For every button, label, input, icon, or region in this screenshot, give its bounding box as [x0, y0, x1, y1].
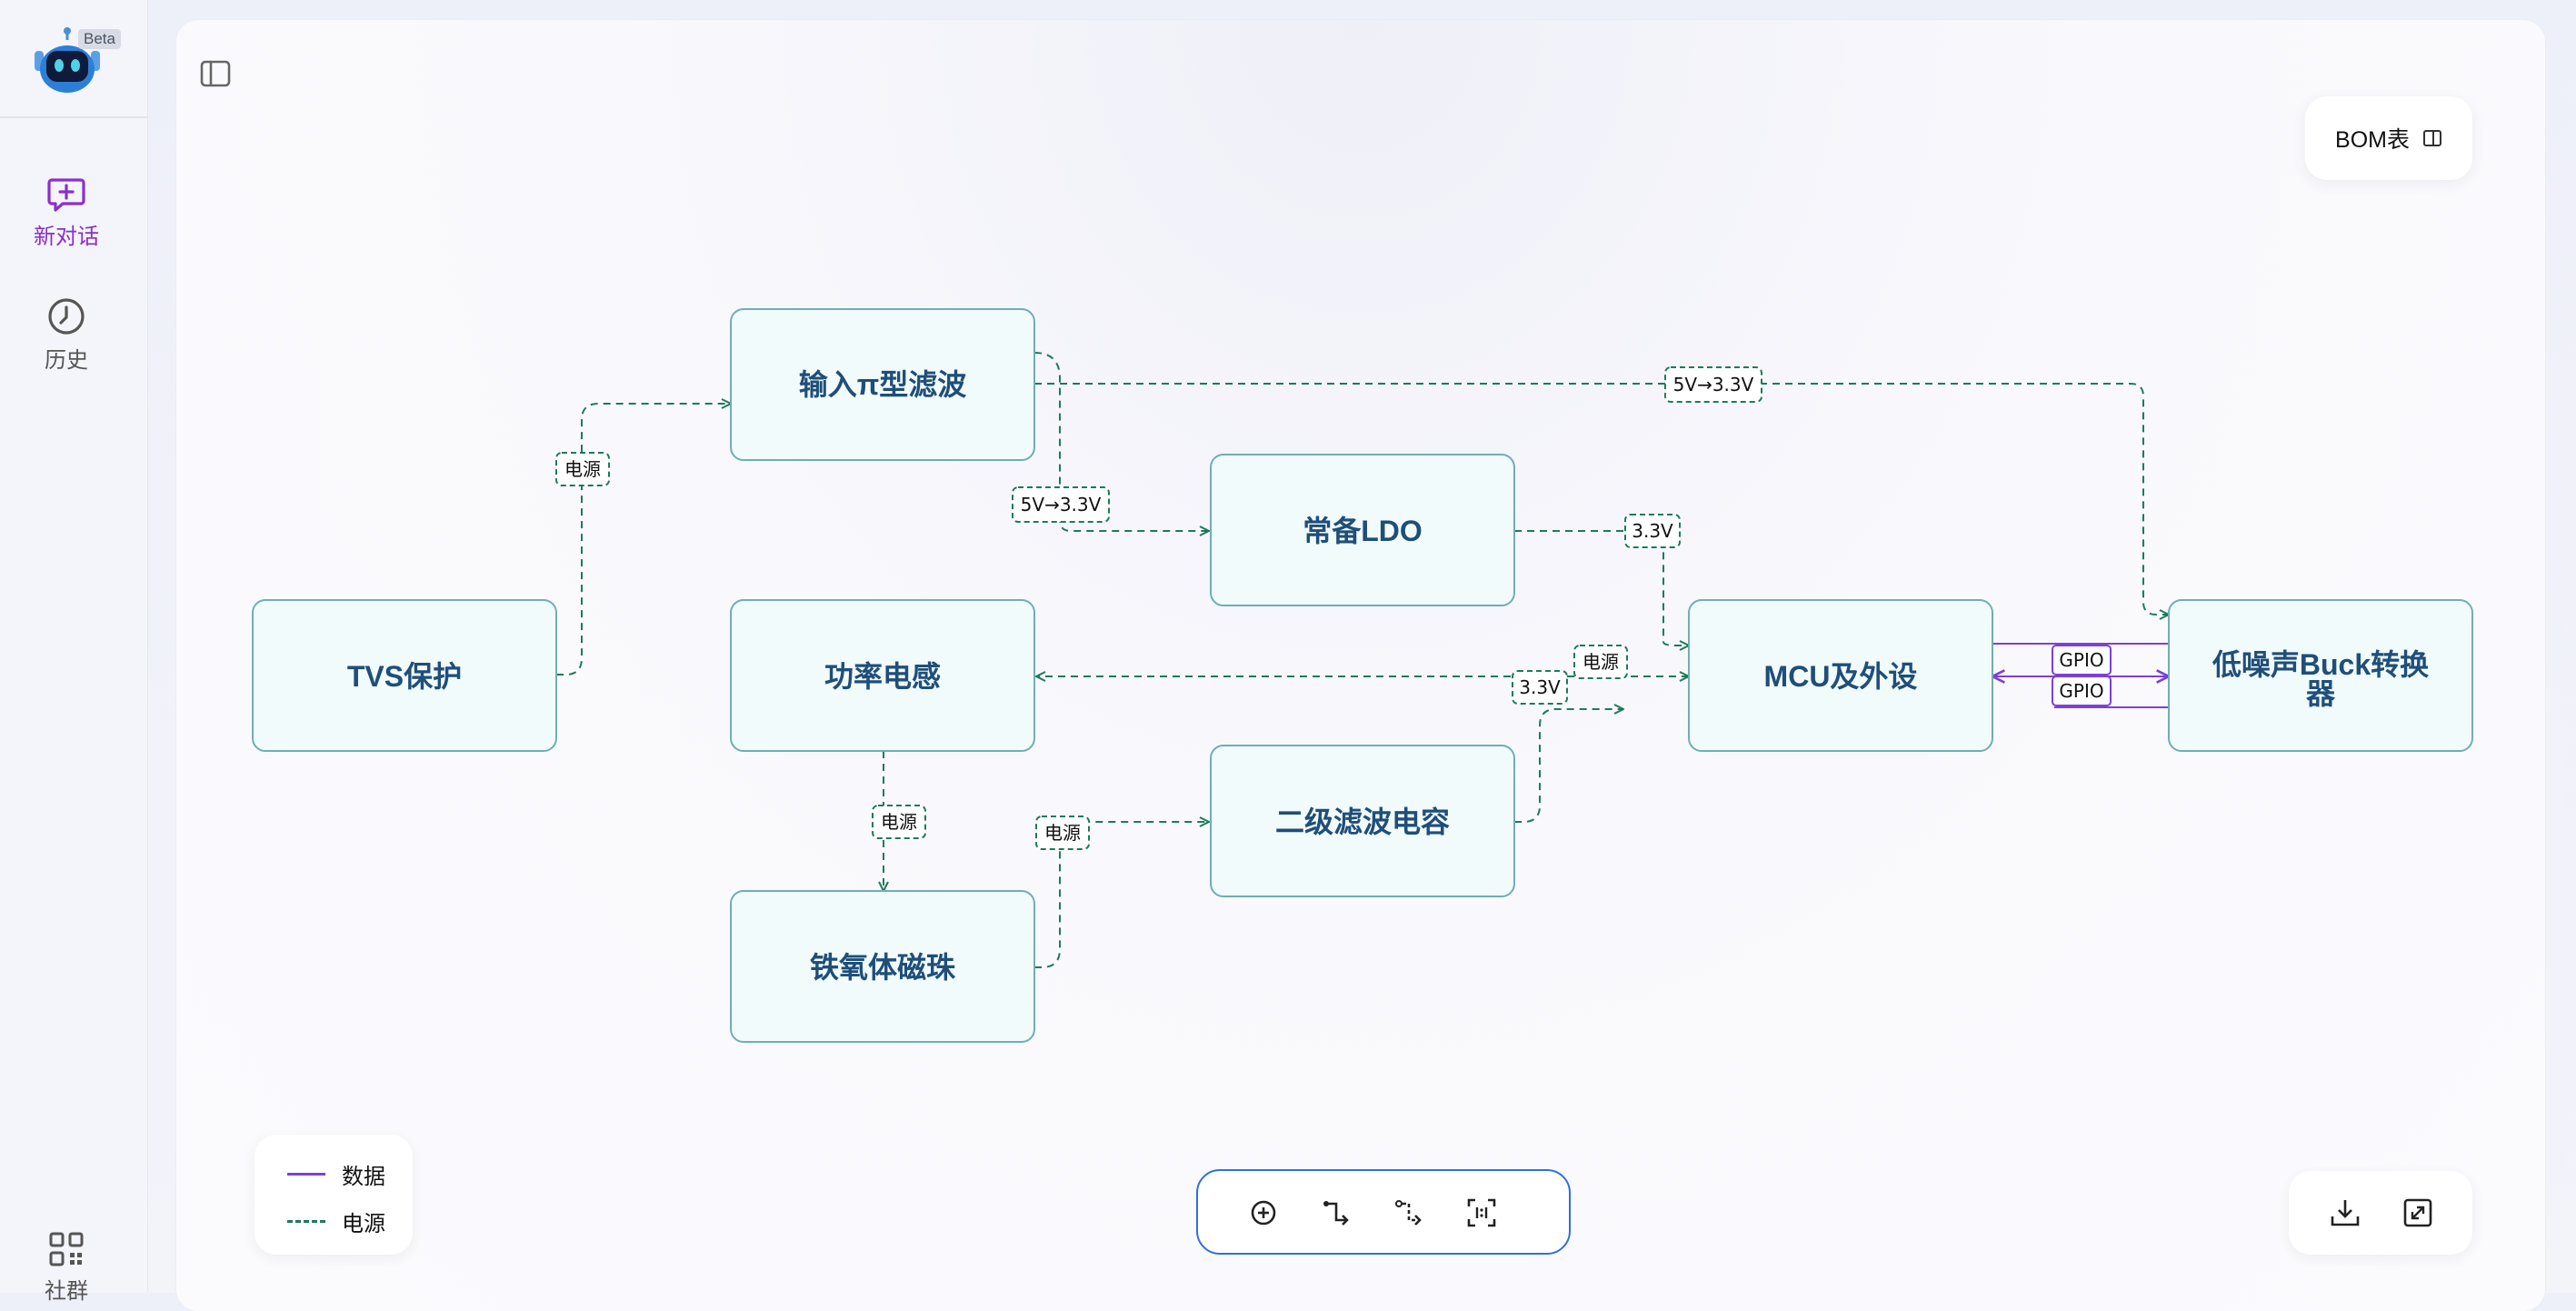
svg-text:5V→3.3V: 5V→3.3V [1021, 494, 1102, 515]
canvas-toolbar [1196, 1169, 1571, 1255]
panel-right-icon [2422, 130, 2441, 146]
diagram-legend: 数据 电源 [255, 1135, 413, 1255]
svg-text:电源: 电源 [1583, 651, 1619, 673]
sidebar-toggle-icon[interactable] [198, 56, 233, 91]
edge-cap-to-mcu [1514, 709, 1623, 823]
node-power-inductor[interactable]: 功率电感 [730, 599, 1035, 752]
exit-fullscreen-icon[interactable] [2400, 1195, 2436, 1231]
node-pi-filter[interactable]: 输入π型滤波 [730, 308, 1035, 461]
sidebar-item-label: 历史 [45, 348, 88, 373]
svg-text:输入π型滤波: 输入π型滤波 [799, 368, 967, 401]
bom-button-label: BOM表 [2335, 127, 2410, 153]
svg-text:电源: 电源 [1044, 822, 1081, 844]
svg-text:电源: 电源 [881, 811, 917, 833]
block-diagram: 电源 5V→3.3V 5V→3.3V 3.3V 电源 3.3V 电源 电源 [252, 308, 2473, 1043]
bom-table-button[interactable]: BOM表 [2305, 96, 2472, 180]
svg-text:铁氧体磁珠: 铁氧体磁珠 [810, 951, 956, 984]
svg-text:3.3V: 3.3V [1632, 520, 1673, 542]
legend-power-label: 电源 [342, 1212, 385, 1236]
svg-text:常备LDO: 常备LDO [1303, 515, 1423, 547]
edge-tvs-to-pi [556, 404, 731, 676]
legend-data-label: 数据 [342, 1165, 385, 1189]
sidebar-item-new-chat[interactable]: 新对话 [0, 173, 133, 250]
edge-label-power-mcu: 电源 [1573, 645, 1628, 679]
node-tvs-protection[interactable]: TVS保护 [252, 599, 557, 752]
orthogonal-connector-icon[interactable] [1318, 1195, 1354, 1231]
beta-badge: Beta [78, 29, 121, 49]
zoom-in-icon[interactable] [1245, 1195, 1282, 1231]
node-secondary-filter-cap[interactable]: 二级滤波电容 [1210, 745, 1515, 897]
sidebar: Beta 新对话 历史 社群 [0, 0, 148, 1304]
edge-label-power-bead: 电源 [1035, 816, 1090, 850]
node-mcu-peripherals[interactable]: MCU及外设 [1688, 599, 1993, 752]
svg-text:GPIO: GPIO [2059, 649, 2103, 671]
svg-text:器: 器 [2305, 677, 2336, 710]
download-icon[interactable] [2327, 1195, 2363, 1231]
new-chat-icon [47, 178, 85, 212]
sidebar-item-label: 社群 [45, 1279, 88, 1304]
sidebar-item-label: 新对话 [34, 225, 99, 249]
qr-code-icon [49, 1232, 84, 1266]
svg-text:功率电感: 功率电感 [824, 660, 941, 693]
svg-text:3.3V: 3.3V [1519, 676, 1561, 698]
edge-pi-to-buck [1034, 383, 2169, 615]
diagram-canvas[interactable]: BOM表 电源 [176, 20, 2545, 1311]
export-tools [2289, 1171, 2472, 1255]
edge-label-gpio-1: GPIO [2052, 645, 2112, 676]
svg-text:二级滤波电容: 二级滤波电容 [1275, 806, 1450, 838]
robot-logo-icon[interactable] [31, 25, 104, 98]
edge-label-power-inductor: 电源 [872, 805, 926, 839]
legend-power-swatch [287, 1220, 325, 1223]
sidebar-item-community[interactable]: 社群 [0, 1231, 133, 1305]
fit-view-icon[interactable] [1463, 1195, 1500, 1231]
legend-data-swatch [287, 1173, 325, 1176]
edge-label-3v3-ldo: 3.3V [1624, 514, 1681, 548]
svg-text:GPIO: GPIO [2059, 680, 2103, 702]
edge-label-5v-buck: 5V→3.3V [1664, 366, 1762, 403]
dashed-connector-icon[interactable] [1391, 1195, 1427, 1231]
edge-label-power-tvs: 电源 [555, 452, 610, 486]
node-ferrite-bead[interactable]: 铁氧体磁珠 [730, 890, 1035, 1043]
svg-text:MCU及外设: MCU及外设 [1764, 660, 1918, 693]
sidebar-divider [0, 116, 147, 118]
svg-text:低噪声Buck转换: 低噪声Buck转换 [2212, 648, 2429, 681]
edge-label-gpio-2: GPIO [2052, 676, 2112, 706]
legend-item-data: 数据 [287, 1158, 385, 1190]
svg-text:5V→3.3V: 5V→3.3V [1673, 374, 1754, 395]
svg-text:TVS保护: TVS保护 [347, 660, 462, 693]
node-standby-ldo[interactable]: 常备LDO [1210, 454, 1515, 606]
edge-label-5v-ldo: 5V→3.3V [1012, 486, 1110, 523]
legend-item-power: 电源 [287, 1206, 385, 1237]
edge-label-3v3-cap: 3.3V [1512, 670, 1568, 705]
clock-icon [48, 298, 85, 335]
sidebar-item-history[interactable]: 历史 [0, 296, 133, 374]
node-low-noise-buck[interactable]: 低噪声Buck转换 器 [2168, 599, 2473, 752]
svg-text:电源: 电源 [564, 458, 601, 480]
